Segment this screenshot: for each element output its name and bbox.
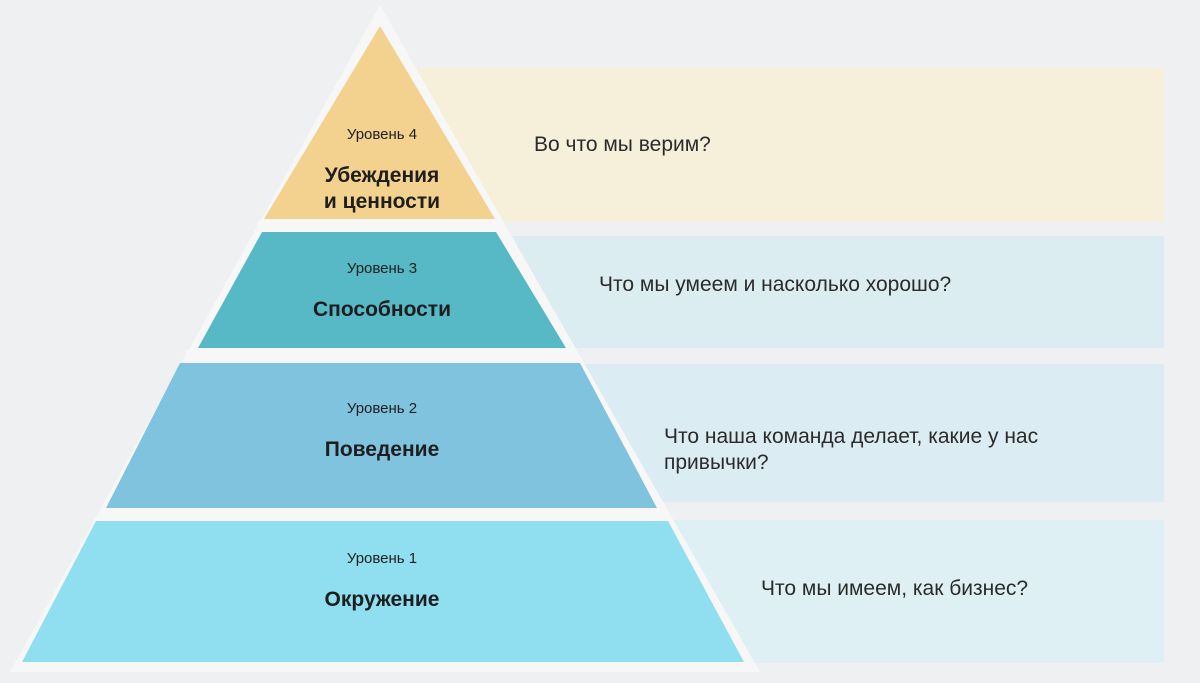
- level-3-number: Уровень 3: [346, 260, 418, 277]
- pyramid-level-4: [264, 26, 495, 219]
- band-level-2: [560, 364, 1164, 502]
- pyramid-level-3: [198, 232, 566, 348]
- level-4-number: Уровень 4: [346, 126, 418, 143]
- level-2-question: Что наша команда делает, какие у нас при…: [664, 424, 1038, 476]
- band-level-4: [400, 68, 1164, 222]
- level-1-name: Окружение: [324, 588, 440, 611]
- level-3-label: Уровень 3 Способности: [232, 260, 532, 323]
- level-4-name-line1: Убеждения: [324, 164, 440, 187]
- level-2-name: Поведение: [324, 438, 440, 461]
- level-1-number: Уровень 1: [346, 550, 418, 567]
- level-2-label: Уровень 2 Поведение: [232, 400, 532, 463]
- level-4-question: Во что мы верим?: [534, 133, 711, 156]
- level-1-question: Что мы имеем, как бизнес?: [761, 577, 1029, 600]
- level-3-question: Что мы умеем и насколько хорошо?: [599, 273, 952, 296]
- level-4-label: Уровень 4 Убеждения и ценности: [232, 126, 532, 215]
- band-level-3: [470, 236, 1164, 348]
- level-1-label: Уровень 1 Окружение: [232, 550, 532, 613]
- level-3-name: Способности: [313, 298, 451, 321]
- pyramid-level-2: [106, 363, 657, 508]
- level-2-question-line2: привычки?: [664, 451, 769, 474]
- pyramid-level-1: [22, 521, 744, 662]
- level-2-number: Уровень 2: [346, 400, 418, 417]
- level-2-question-line1: Что наша команда делает, какие у нас: [664, 425, 1039, 448]
- level-4-name-line2: и ценности: [323, 190, 441, 213]
